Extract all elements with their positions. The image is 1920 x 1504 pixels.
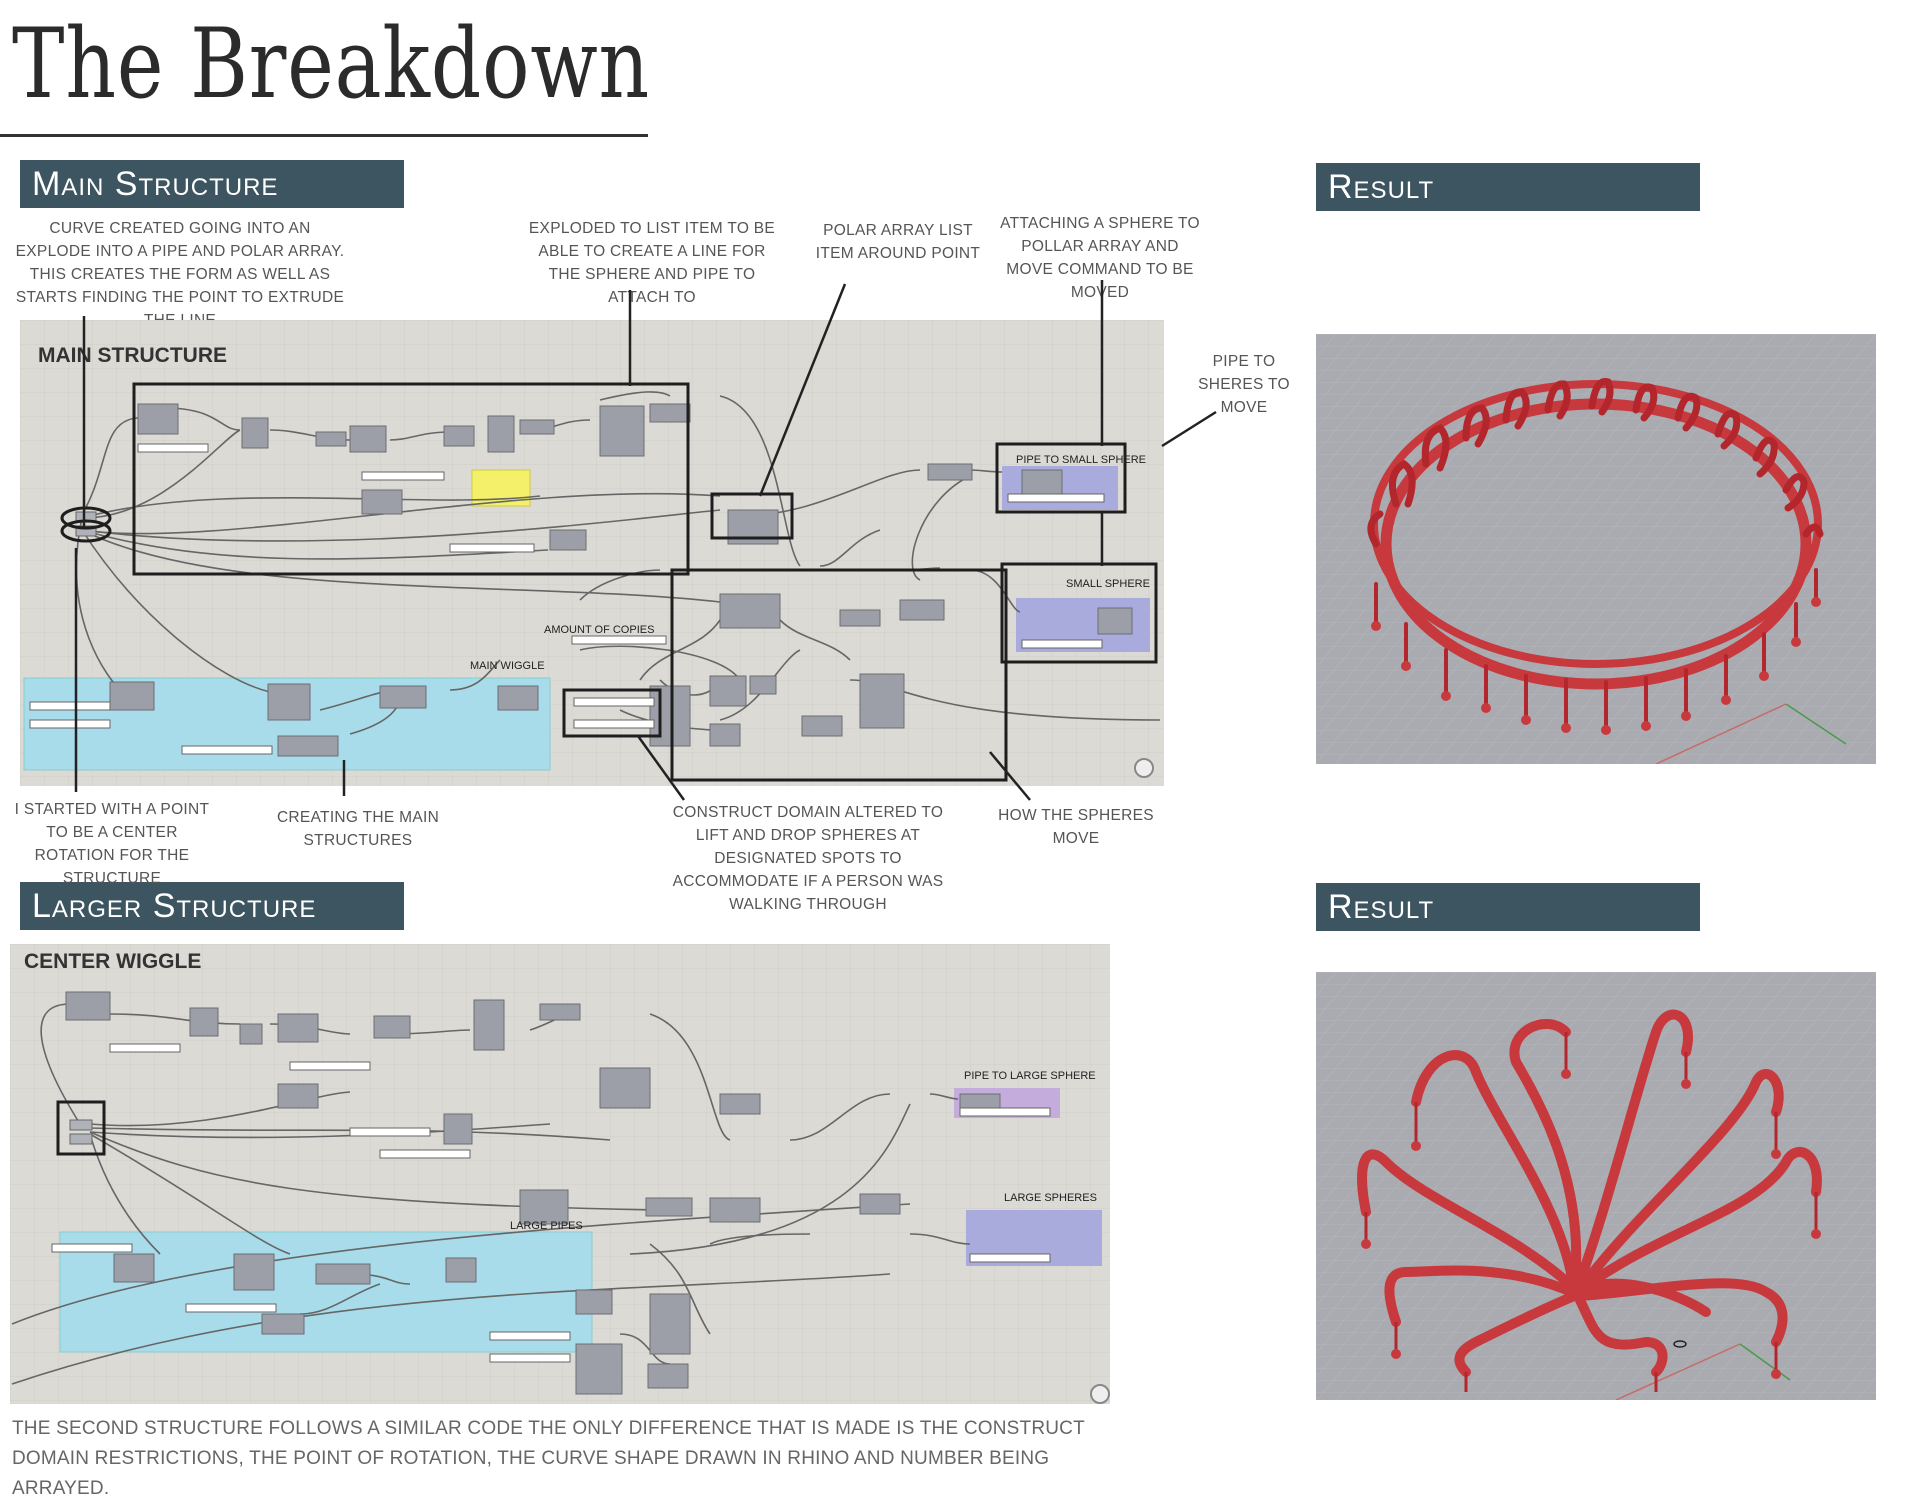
octopus-render-drawing [1316, 972, 1876, 1400]
section-bar-result-bottom: Result [1316, 883, 1700, 931]
annotation-how-spheres: How the spheres move [998, 807, 1154, 847]
grasshopper-canvas-center: CENTER WIGGLE PIPE TO LARGE SPHERE LARGE… [10, 944, 1110, 1404]
graph-drawing-center [10, 944, 1110, 1404]
annotation-construct-domain: Construct domain altered to lift and dro… [672, 804, 944, 913]
annotation-started-point: I started with a point to be a center ro… [14, 801, 210, 887]
title-underline [0, 134, 648, 137]
page-title: The Breakdown [12, 8, 651, 120]
bottom-description: The second structure follows a similar c… [12, 1418, 1085, 1499]
annotation-creating-main: Creating the main structures [276, 809, 440, 849]
annotation-pipe-to-spheres: Pipe to sheres to move [1198, 353, 1290, 416]
annotation-attaching-sphere: Attaching a sphere to pollar array and m… [1000, 215, 1200, 301]
result-render-octopus [1316, 972, 1876, 1400]
graph-drawing-main [20, 320, 1164, 786]
ring-render-drawing [1316, 334, 1876, 764]
section-bar-larger-structure: Larger Structure [20, 882, 404, 930]
group-label-pipe-small-sphere: PIPE TO SMALL SPHERE [1016, 454, 1147, 466]
group-label-large-spheres: LARGE SPHERES [1004, 1192, 1097, 1204]
section-bar-result-top: Result [1316, 163, 1700, 211]
grasshopper-canvas-main: MAIN STRUCTURE PIPE TO SMALL SPHERE SMAL… [20, 320, 1164, 786]
section-bar-main-structure: Main Structure [20, 160, 404, 208]
graph-title-center-wiggle: CENTER WIGGLE [24, 950, 202, 973]
annotation-polar-array: Polar array list item around point [815, 222, 981, 262]
group-label-main-wiggle: MAIN WIGGLE [470, 660, 545, 672]
annotation-curve-created: Curve created going into an explode into… [15, 220, 345, 329]
group-label-large-pipes: LARGE PIPES [510, 1220, 583, 1232]
group-label-small-sphere: SMALL SPHERE [1066, 578, 1150, 590]
group-label-amount-of-copies: AMOUNT OF COPIES [544, 624, 655, 636]
group-label-pipe-large-sphere: PIPE TO LARGE SPHERE [964, 1070, 1096, 1082]
result-render-ring [1316, 334, 1876, 764]
